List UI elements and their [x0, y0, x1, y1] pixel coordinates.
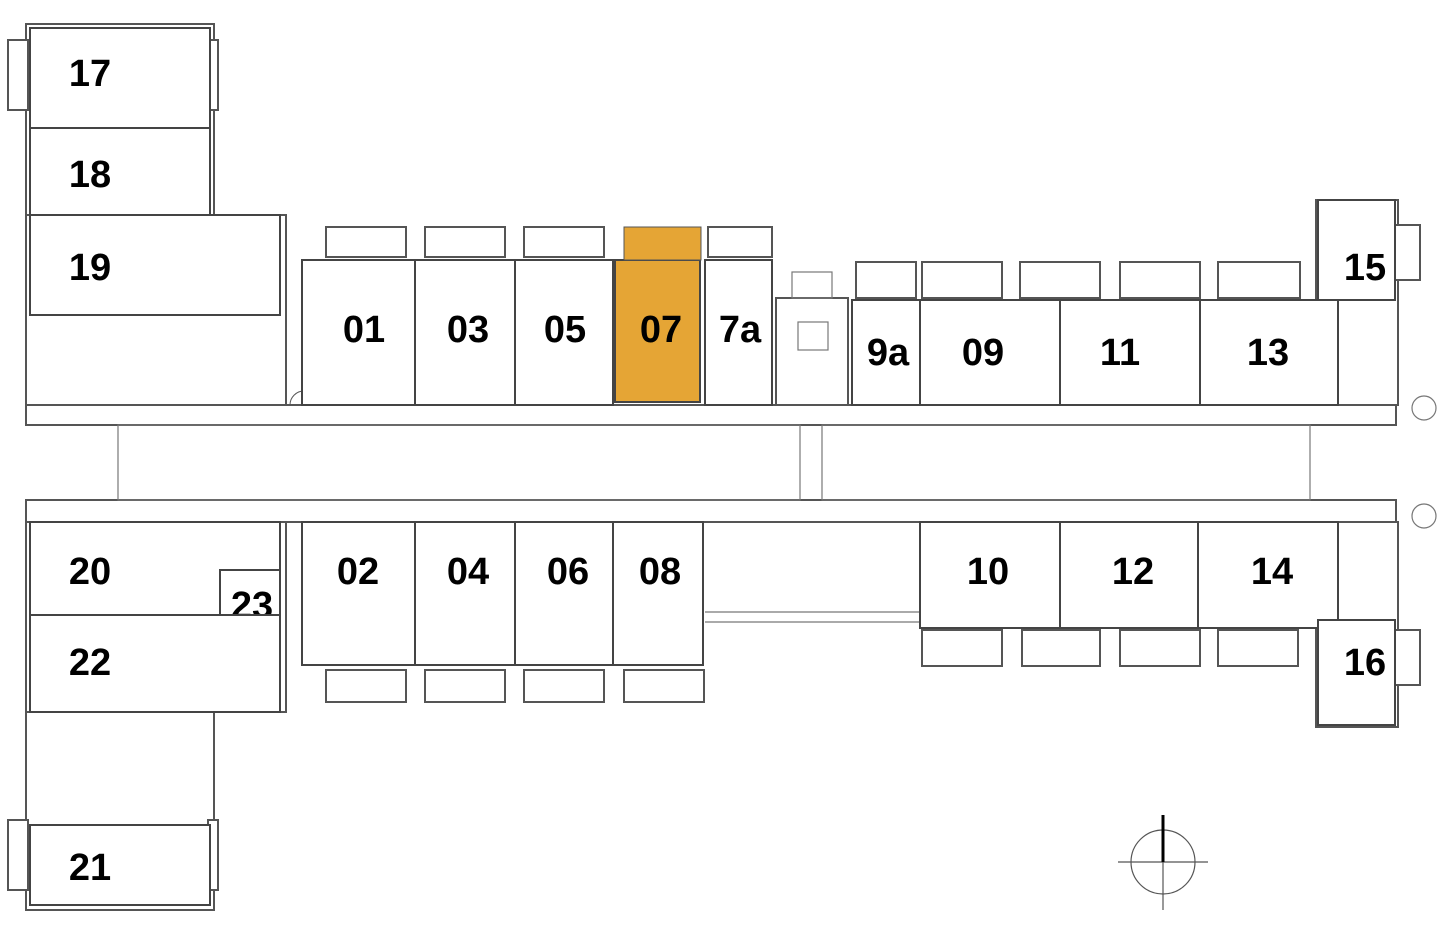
unit-area[interactable] [919, 299, 1061, 406]
unit-area[interactable] [29, 214, 281, 316]
unit-17[interactable]: 17 [29, 27, 211, 129]
unit-7a[interactable]: 7a [704, 259, 773, 406]
unit-02[interactable]: 02 [301, 521, 416, 666]
unit-18[interactable]: 18 [29, 127, 211, 216]
unit-area[interactable] [851, 299, 921, 406]
unit-area[interactable] [1059, 521, 1199, 629]
spiral-stair [1411, 395, 1437, 421]
unit-07[interactable]: 07 [614, 226, 702, 403]
unit-area[interactable] [614, 259, 701, 403]
unit-9a[interactable]: 9a [851, 299, 921, 406]
unit-04[interactable]: 04 [414, 521, 516, 666]
unit-area[interactable] [29, 27, 211, 129]
unit-21[interactable]: 21 [29, 824, 211, 906]
unit-13[interactable]: 13 [1199, 299, 1339, 406]
stairwell [775, 297, 849, 406]
unit-area[interactable] [29, 824, 211, 906]
north-arrow-icon [1118, 815, 1208, 910]
unit-11[interactable]: 11 [1059, 299, 1201, 406]
unit-area[interactable] [1197, 521, 1339, 629]
unit-area[interactable] [1199, 299, 1339, 406]
unit-area[interactable] [514, 521, 614, 666]
unit-area[interactable] [704, 259, 773, 406]
unit-22[interactable]: 22 [29, 614, 281, 713]
unit-area[interactable] [1059, 299, 1201, 406]
unit-12[interactable]: 12 [1059, 521, 1199, 629]
unit-16[interactable]: 16 [1317, 619, 1396, 726]
unit-area[interactable] [29, 127, 211, 216]
unit-01[interactable]: 01 [301, 259, 416, 406]
unit-10[interactable]: 10 [919, 521, 1061, 629]
unit-08[interactable]: 08 [612, 521, 704, 666]
unit-balcony[interactable] [623, 226, 702, 261]
spiral-stair [1411, 503, 1437, 529]
unit-area[interactable] [301, 521, 416, 666]
unit-area[interactable] [1317, 199, 1396, 301]
unit-06[interactable]: 06 [514, 521, 614, 666]
unit-area[interactable] [414, 521, 516, 666]
unit-area[interactable] [514, 259, 614, 406]
unit-area[interactable] [919, 521, 1061, 629]
unit-05[interactable]: 05 [514, 259, 614, 406]
unit-03[interactable]: 03 [414, 259, 516, 406]
unit-area[interactable] [414, 259, 516, 406]
unit-area[interactable] [29, 614, 281, 713]
unit-19[interactable]: 19 [29, 214, 281, 316]
unit-14[interactable]: 14 [1197, 521, 1339, 629]
unit-area[interactable] [612, 521, 704, 666]
unit-area[interactable] [301, 259, 416, 406]
unit-15[interactable]: 15 [1317, 199, 1396, 301]
building-outline [7, 23, 1437, 911]
unit-area[interactable] [1317, 619, 1396, 726]
unit-09[interactable]: 09 [919, 299, 1061, 406]
